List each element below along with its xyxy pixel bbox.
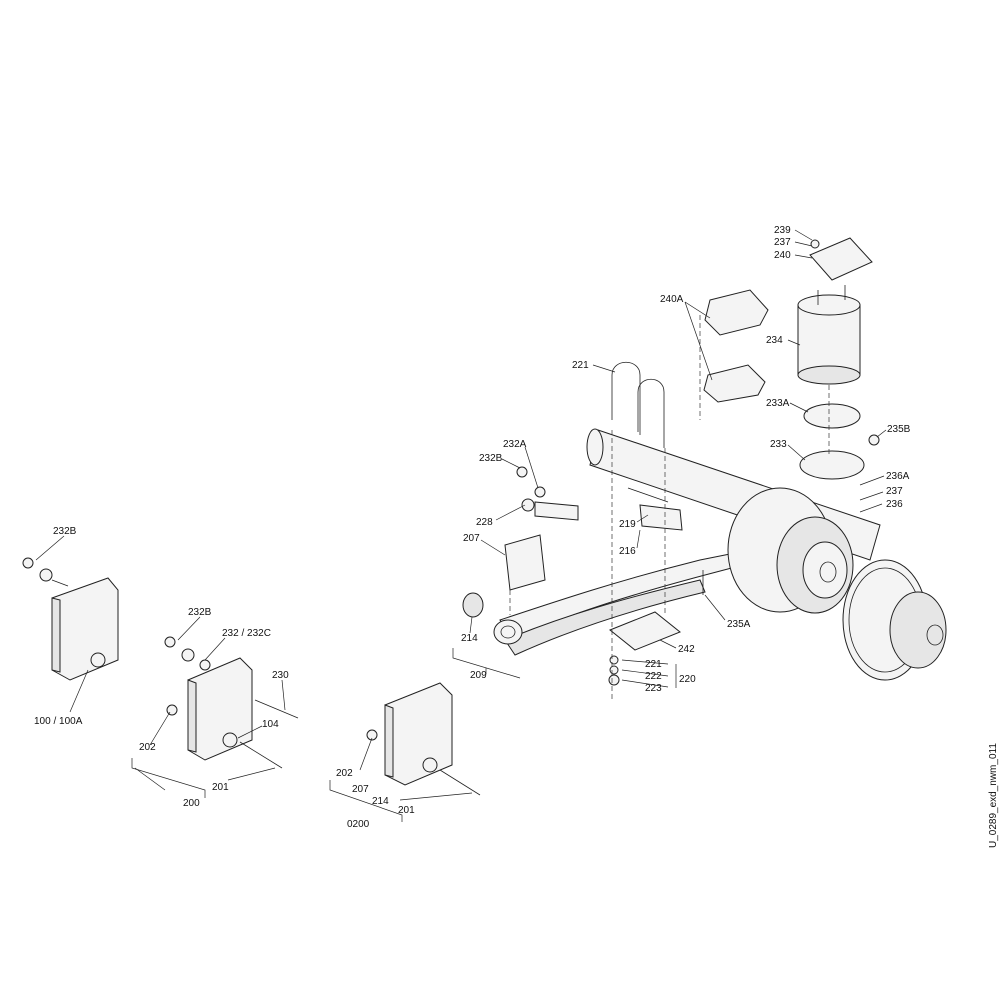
- label-200: 200: [183, 798, 200, 809]
- label-221b: 221: [645, 659, 662, 670]
- label-228: 228: [476, 517, 493, 528]
- label-230: 230: [272, 670, 289, 681]
- label-207b: 207: [352, 784, 369, 795]
- label-201b: 201: [398, 805, 415, 816]
- label-232B-mid: 232B: [188, 607, 212, 618]
- label-242: 242: [678, 644, 695, 655]
- bracket-219: [639, 504, 683, 531]
- label-222: 222: [645, 671, 662, 682]
- bushing-214: [462, 592, 484, 618]
- label-237: 237: [774, 237, 791, 248]
- air-spring-234: [797, 285, 861, 385]
- leader-lines: [35, 229, 887, 801]
- leaf-spring-arm-209: [493, 547, 763, 656]
- label-234: 234: [766, 335, 783, 346]
- u-bolts-221: [611, 361, 665, 448]
- group-brackets: [131, 648, 521, 822]
- label-233: 233: [770, 439, 787, 450]
- label-236: 236: [886, 499, 903, 510]
- label-232-232C: 232 / 232C: [222, 628, 271, 639]
- nut-239: [810, 239, 820, 249]
- top-plate-240: [809, 237, 873, 281]
- plate-233: [799, 450, 865, 480]
- label-239: 239: [774, 225, 791, 236]
- label-219: 219: [619, 519, 636, 530]
- drawing-id: U_0289_exd_nwm_011: [988, 743, 999, 848]
- label-214: 214: [461, 633, 478, 644]
- nut-235B: [868, 434, 880, 446]
- label-233A: 233A: [766, 398, 790, 409]
- hanger-bracket-100: [22, 557, 119, 681]
- label-209: 209: [470, 670, 487, 681]
- label-216: 216: [619, 546, 636, 557]
- bracket-240A: [703, 289, 769, 403]
- brake-disc-hub: [842, 559, 947, 681]
- shock-absorber-228: [516, 466, 579, 521]
- label-232B: 232B: [479, 453, 503, 464]
- nut-set-220: [608, 655, 620, 686]
- plate-242: [609, 611, 681, 651]
- label-202b: 202: [336, 768, 353, 779]
- bracket-207: [504, 534, 546, 591]
- label-235A: 235A: [727, 619, 751, 630]
- hanger-bracket-0200: [366, 682, 481, 796]
- label-240: 240: [774, 250, 791, 261]
- label-236A: 236A: [886, 471, 910, 482]
- label-100-100A: 100 / 100A: [34, 716, 83, 727]
- label-220: 220: [679, 674, 696, 685]
- brake-drum-hub: [727, 487, 854, 614]
- label-221: 221: [572, 360, 589, 371]
- label-235B: 235B: [887, 424, 911, 435]
- callout-labels: 239 237 240 240A 234 233A 235B 233 236A …: [34, 225, 911, 830]
- label-207: 207: [463, 533, 480, 544]
- label-240A: 240A: [660, 294, 684, 305]
- label-232B-left: 232B: [53, 526, 77, 537]
- label-0200: 0200: [347, 819, 370, 830]
- hanger-bracket-200: [164, 636, 299, 769]
- label-104: 104: [262, 719, 279, 730]
- plate-233A: [803, 403, 861, 429]
- label-232A: 232A: [503, 439, 527, 450]
- label-223: 223: [645, 683, 662, 694]
- label-202: 202: [139, 742, 156, 753]
- label-201: 201: [212, 782, 229, 793]
- label-214b: 214: [372, 796, 389, 807]
- label-237b: 237: [886, 486, 903, 497]
